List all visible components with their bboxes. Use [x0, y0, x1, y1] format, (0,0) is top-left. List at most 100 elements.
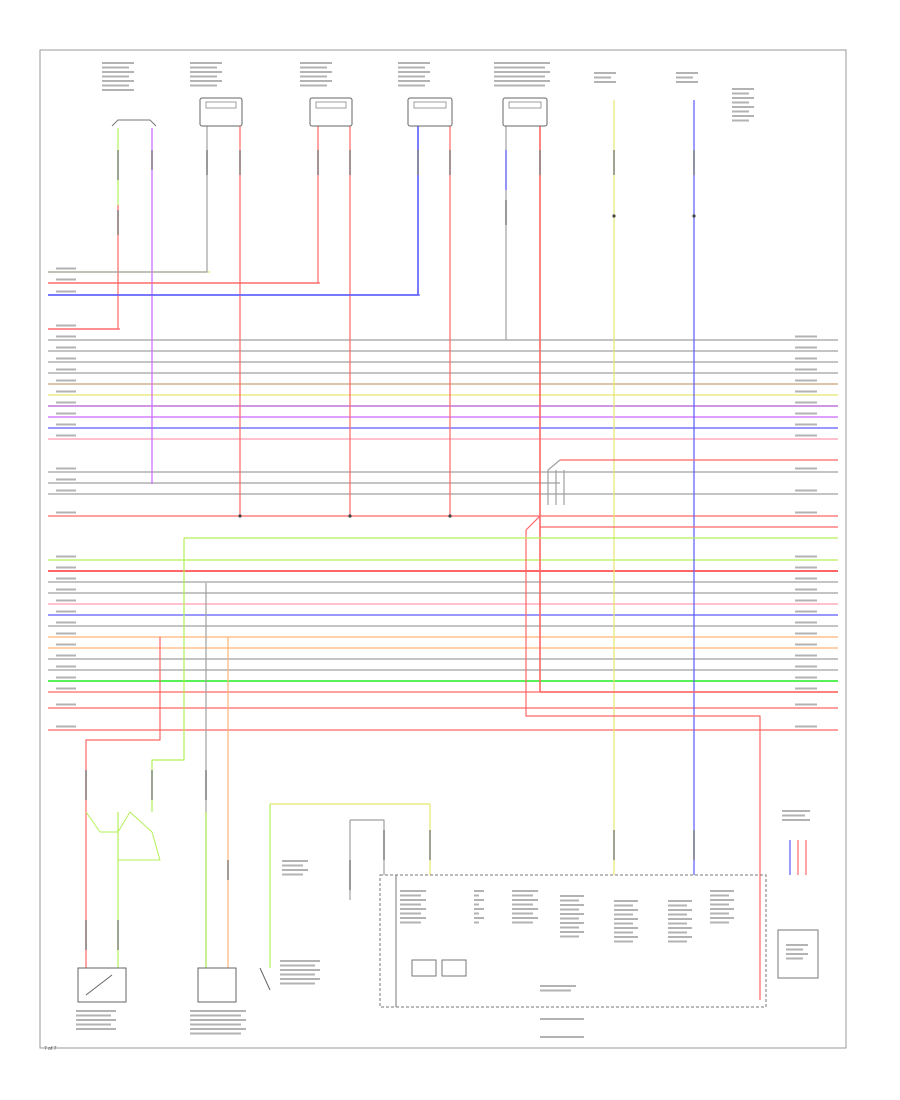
label-text-line	[300, 75, 327, 78]
wire-label	[117, 150, 119, 180]
wire-label	[205, 770, 207, 800]
label-text-line	[560, 917, 579, 920]
label-text-line	[474, 903, 479, 906]
wire-label	[349, 150, 351, 175]
page-number: 7 of 7	[44, 1046, 57, 1052]
label-text-line	[540, 1036, 584, 1038]
wire	[350, 819, 385, 875]
label-text-line	[668, 909, 692, 911]
label-text-line	[56, 357, 76, 360]
label-text-line	[512, 921, 533, 924]
label-text-line	[102, 66, 129, 69]
label-text-line	[102, 80, 134, 82]
label-text-line	[400, 899, 426, 901]
wire-label	[239, 150, 241, 175]
label-text-line	[512, 908, 538, 910]
label-text-line	[190, 1032, 241, 1035]
label-text-line	[494, 75, 545, 78]
wire-label	[117, 210, 119, 235]
label-text-line	[56, 599, 76, 602]
label-text-line	[56, 703, 76, 706]
label-text-line	[795, 566, 817, 569]
label-text-line	[795, 643, 817, 646]
label-text-line	[786, 944, 808, 946]
label-text-line	[668, 936, 692, 938]
wire-label	[85, 770, 87, 800]
label-text-line	[474, 890, 484, 892]
label-text-line	[795, 379, 817, 382]
wire-layer	[48, 100, 838, 1000]
label-text-line	[76, 1019, 116, 1021]
label-text-line	[782, 814, 805, 817]
label-text-line	[560, 908, 579, 911]
connector-block-icon	[777, 929, 819, 979]
connector-pin-row	[315, 101, 347, 109]
label-text-line	[56, 467, 76, 470]
label-text-line	[795, 588, 817, 591]
label-text-line	[795, 423, 817, 426]
label-text-line	[512, 912, 533, 915]
label-text-line	[795, 555, 817, 558]
label-text-line	[56, 346, 76, 349]
label-text-line	[540, 985, 576, 987]
wire-label	[117, 920, 119, 950]
label-text-line	[512, 894, 533, 897]
label-text-line	[494, 84, 545, 87]
label-text-line	[398, 71, 430, 73]
label-text-line	[782, 810, 810, 812]
label-text-line	[560, 904, 584, 906]
wire-label	[151, 770, 153, 800]
junction-layer	[238, 214, 696, 518]
label-text-line	[614, 931, 633, 934]
label-text-line	[668, 913, 687, 916]
label-text-line	[282, 873, 303, 876]
label-text-line	[56, 401, 76, 404]
wire-label	[693, 830, 695, 860]
label-text-line	[190, 1023, 241, 1026]
label-text-line	[540, 1018, 584, 1020]
wire-label	[349, 860, 351, 890]
label-text-line	[614, 927, 638, 929]
label-text-line	[56, 555, 76, 558]
label-text-line	[76, 1028, 116, 1030]
label-text-line	[795, 511, 817, 514]
label-text-line	[56, 687, 76, 690]
label-text-line	[594, 72, 616, 74]
label-text-line	[56, 390, 76, 393]
label-text-line	[56, 610, 76, 613]
wire	[48, 205, 119, 330]
splice-dot-icon	[692, 214, 696, 218]
label-text-line	[560, 926, 579, 929]
label-text-line	[795, 467, 817, 470]
label-text-line	[56, 278, 76, 281]
label-text-line	[398, 62, 430, 64]
label-text-line	[56, 434, 76, 437]
label-text-line	[732, 119, 749, 122]
label-text-line	[668, 940, 687, 943]
wire	[525, 530, 761, 1000]
label-text-line	[795, 621, 817, 624]
module-box-icon	[197, 967, 237, 1003]
label-text-line	[474, 908, 484, 910]
label-text-line	[300, 66, 327, 69]
label-text-line	[398, 80, 430, 82]
splice-dot-icon	[612, 214, 616, 218]
wire-label	[383, 830, 385, 860]
label-text-line	[668, 904, 687, 907]
label-text-line	[676, 76, 693, 79]
component-layer	[77, 97, 819, 1008]
label-text-line	[614, 922, 633, 925]
label-text-line	[56, 566, 76, 569]
label-text-line	[732, 106, 754, 108]
label-text-line	[56, 368, 76, 371]
label-text-line	[474, 912, 479, 915]
label-text-line	[400, 917, 426, 919]
label-text-line	[474, 899, 484, 901]
label-text-line	[190, 80, 222, 82]
switch-blade	[85, 974, 113, 996]
wire-label	[417, 150, 419, 175]
connector-block-icon	[502, 97, 548, 127]
label-text-line	[494, 62, 550, 64]
label-text-line	[560, 935, 579, 938]
